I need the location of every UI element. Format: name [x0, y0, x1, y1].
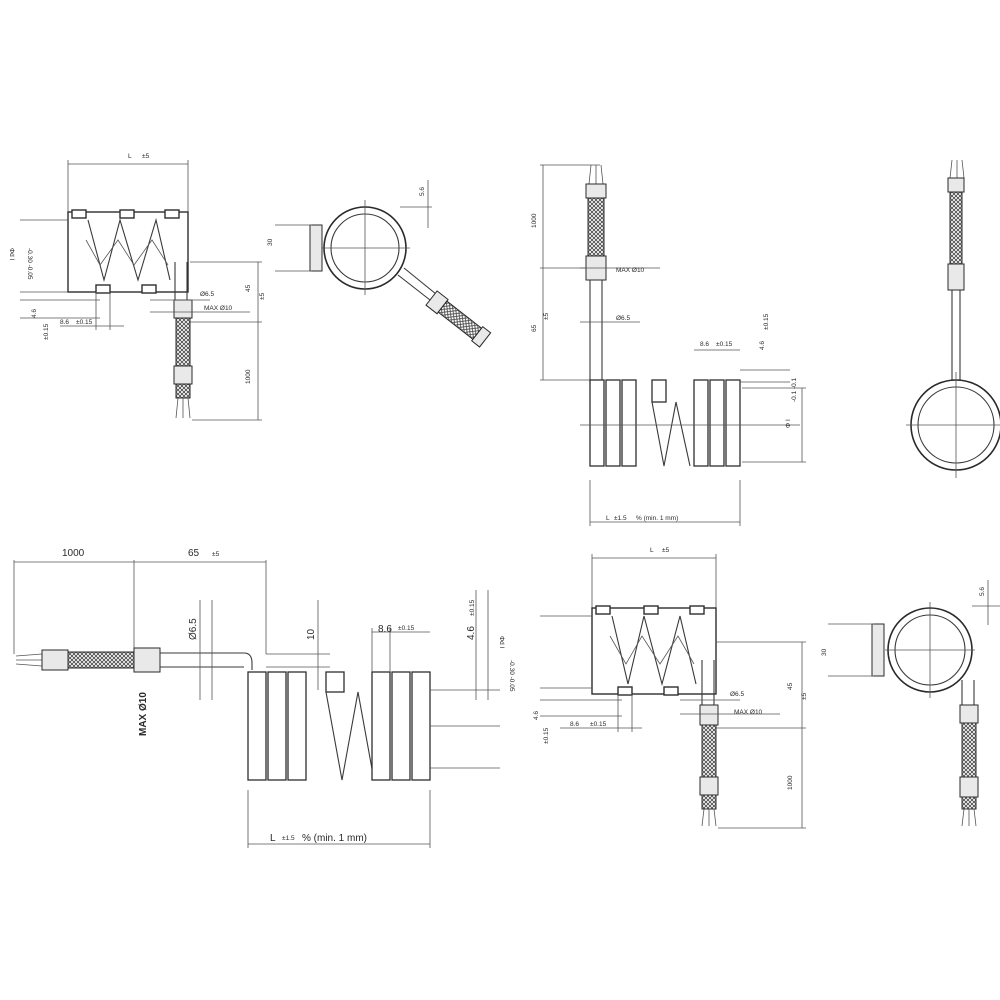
view-b-side-view: 1000 65 ±5 MAX Ø10 Ø6.5 Φ I -0.1 -0.1 8.…	[531, 164, 806, 526]
view-a-1000-label: 1000	[245, 369, 252, 384]
view-b-86-label: 8.6	[700, 341, 709, 348]
view-a-L-tol: ±5	[142, 153, 150, 160]
view-b-65-tol: ±5	[543, 312, 550, 320]
view-d-46-label: 4.6	[533, 711, 540, 720]
view-c-pitch: % (min. 1 mm)	[302, 833, 367, 844]
view-a-dia65: Ø6.5	[200, 291, 214, 298]
view-b-L-tol: ±1.5	[614, 515, 627, 522]
view-b-dia65: Ø6.5	[616, 315, 630, 322]
view-c-L-tol: ±1.5	[282, 835, 295, 842]
view-a-56-label: 5.6	[419, 187, 426, 196]
view-d-side-view: L ±5 Φd I -0.30 -0.05 4.6 ±0.15 8.6 ±0.1…	[498, 547, 808, 829]
view-d-30-label: 30	[821, 648, 828, 656]
view-d-56-label: 5.6	[979, 587, 986, 596]
view-b-d-label: Φ I	[785, 419, 792, 428]
view-c-max10: MAX Ø10	[138, 692, 149, 736]
view-a-86-label: 8.6	[60, 319, 69, 326]
view-d-46-tol: ±0.15	[543, 727, 550, 744]
view-a-30-label: 30	[267, 238, 274, 246]
view-d-heater-body	[591, 607, 717, 695]
view-c-86-tol: ±0.15	[398, 625, 415, 632]
view-b-46-tol: ±0.15	[763, 313, 770, 330]
view-b-end-view	[906, 159, 1000, 478]
view-a-braid	[175, 317, 191, 367]
view-b-pitch: % (min. 1 mm)	[636, 515, 678, 522]
view-c-86-label: 8.6	[378, 624, 392, 635]
view-d-1000-label: 1000	[787, 775, 794, 790]
view-c-10-label: 10	[306, 628, 317, 640]
view-b-braid	[587, 197, 605, 257]
view-d-45-label: 45	[787, 682, 794, 690]
view-c-46-label: 4.6	[466, 626, 477, 640]
view-d-L-label: L	[650, 547, 654, 554]
view-d-end-view: 30 5.6	[821, 580, 1000, 827]
view-a-d-tol: -0.30 -0.05	[26, 248, 33, 280]
view-a-nut	[173, 299, 193, 319]
view-d-braid	[701, 724, 717, 778]
view-c-side-view: 1000 65 ±5 MAX Ø10 Ø6.5 10 8.6 ±0.15	[13, 548, 500, 848]
view-a-end-view: 30 5.6	[267, 180, 492, 348]
view-a-46-label: 4.6	[31, 309, 38, 318]
view-d-d-label: Φd I	[498, 636, 505, 649]
view-c-L-label: L	[270, 833, 276, 844]
view-c-65-label: 65	[188, 548, 200, 559]
view-a-45-label: 45	[245, 284, 252, 292]
view-a-46-tol: ±0.15	[43, 323, 50, 340]
view-b-d-tol: -0.1 -0.1	[791, 377, 798, 402]
view-d-L-tol: ±5	[662, 547, 670, 554]
view-b-46-label: 4.6	[759, 341, 766, 350]
view-d-86-tol: ±0.15	[590, 721, 607, 728]
view-b-86-tol: ±0.15	[716, 341, 733, 348]
view-b-65-label: 65	[531, 324, 538, 332]
view-c-braid	[67, 651, 135, 669]
view-d-86-label: 8.6	[570, 721, 579, 728]
view-d-d-tol: -0.30 -0.05	[508, 660, 515, 692]
view-a-86-tol: ±0.15	[76, 319, 93, 326]
view-b-1000-label: 1000	[531, 213, 538, 228]
view-a-45-tol: ±5	[259, 292, 266, 300]
view-b-max10: MAX Ø10	[616, 267, 645, 274]
view-c-65-tol: ±5	[212, 551, 220, 558]
view-a-d-label: Φd I	[8, 248, 15, 261]
view-a-L-label: L	[128, 153, 132, 160]
view-a-heater-body	[67, 211, 189, 293]
view-d-dia65: Ø6.5	[730, 691, 744, 698]
view-a-max10: MAX Ø10	[204, 305, 233, 312]
view-c-dia65: Ø6.5	[188, 618, 199, 640]
view-d-max10: MAX Ø10	[734, 709, 763, 716]
view-c-1000-label: 1000	[62, 548, 85, 559]
view-b-L-label: L	[606, 515, 610, 522]
view-a-side-view: L ±5 Φd I -0.30 -0.05 4.6 ±0.15 8.6 ±0.1…	[8, 153, 266, 421]
view-c-46-tol: ±0.15	[469, 599, 476, 616]
view-d-45-tol: ±5	[801, 692, 808, 700]
